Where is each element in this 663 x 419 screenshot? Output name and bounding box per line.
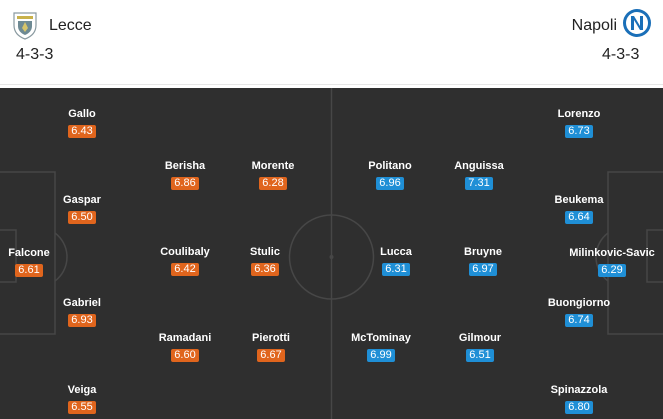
- player-rating-badge: 6.28: [259, 177, 287, 190]
- player-card[interactable]: Falcone 6.61: [0, 247, 74, 278]
- player-name: Pierotti: [252, 332, 290, 344]
- player-card[interactable]: Lucca 6.31: [351, 246, 441, 277]
- player-card[interactable]: Milinkovic-Savic 6.29: [567, 247, 657, 278]
- player-card[interactable]: Morente 6.28: [228, 160, 318, 191]
- player-card[interactable]: Gallo 6.43: [37, 108, 127, 139]
- home-team-name[interactable]: Lecce: [49, 17, 92, 34]
- player-card[interactable]: Coulibaly 6.42: [140, 246, 230, 277]
- player-name: Lorenzo: [557, 108, 601, 120]
- player-name: Ramadani: [158, 332, 212, 344]
- player-name: Gilmour: [458, 332, 502, 344]
- player-rating-badge: 6.73: [565, 125, 593, 138]
- player-name: Lucca: [380, 246, 412, 258]
- player-rating-badge: 6.93: [68, 314, 96, 327]
- player-name: Gabriel: [63, 297, 101, 309]
- napoli-crest-icon[interactable]: [622, 8, 652, 38]
- player-name: Milinkovic-Savic: [569, 247, 655, 259]
- player-card[interactable]: Ramadani 6.60: [140, 332, 230, 363]
- player-name: Veiga: [67, 384, 97, 396]
- player-rating-badge: 6.50: [68, 211, 96, 224]
- player-rating-badge: 6.97: [469, 263, 497, 276]
- player-card[interactable]: Gilmour 6.51: [435, 332, 525, 363]
- away-formation: 4-3-3: [602, 46, 640, 63]
- player-card[interactable]: Anguissa 7.31: [434, 160, 524, 191]
- player-card[interactable]: Beukema 6.64: [534, 194, 624, 225]
- player-rating-badge: 6.96: [376, 177, 404, 190]
- player-name: Berisha: [164, 160, 206, 172]
- player-card[interactable]: Gaspar 6.50: [37, 194, 127, 225]
- player-rating-badge: 6.36: [251, 263, 279, 276]
- player-rating-badge: 6.61: [15, 264, 43, 277]
- player-name: Spinazzola: [550, 384, 608, 396]
- player-name: Anguissa: [454, 160, 504, 172]
- player-rating-badge: 6.42: [171, 263, 199, 276]
- player-card[interactable]: McTominay 6.99: [336, 332, 426, 363]
- player-rating-badge: 6.51: [466, 349, 494, 362]
- header-divider: [0, 84, 663, 85]
- player-name: Gallo: [68, 108, 96, 120]
- player-name: Stulic: [250, 246, 280, 258]
- player-rating-badge: 6.60: [171, 349, 199, 362]
- player-rating-badge: 6.86: [171, 177, 199, 190]
- player-name: Beukema: [554, 194, 604, 206]
- player-name: Buongiorno: [547, 297, 611, 309]
- match-header: Lecce 4-3-3 Napoli 4-3-3: [0, 0, 663, 85]
- player-rating-badge: 6.74: [565, 314, 593, 327]
- player-rating-badge: 6.31: [382, 263, 410, 276]
- player-name: Gaspar: [63, 194, 101, 206]
- player-card[interactable]: Veiga 6.55: [37, 384, 127, 415]
- player-card[interactable]: Berisha 6.86: [140, 160, 230, 191]
- player-card[interactable]: Buongiorno 6.74: [534, 297, 624, 328]
- player-rating-badge: 6.55: [68, 401, 96, 414]
- player-name: Falcone: [8, 247, 50, 259]
- player-name: Coulibaly: [160, 246, 210, 258]
- player-card[interactable]: Bruyne 6.97: [438, 246, 528, 277]
- player-card[interactable]: Spinazzola 6.80: [534, 384, 624, 415]
- home-formation: 4-3-3: [16, 46, 54, 63]
- player-name: Morente: [251, 160, 295, 172]
- away-team-name[interactable]: Napoli: [571, 17, 617, 34]
- player-card[interactable]: Lorenzo 6.73: [534, 108, 624, 139]
- player-card[interactable]: Pierotti 6.67: [226, 332, 316, 363]
- pitch: Falcone 6.61 Gallo 6.43 Gaspar 6.50 Gabr…: [0, 88, 663, 419]
- player-rating-badge: 7.31: [465, 177, 493, 190]
- lecce-crest-icon[interactable]: [12, 10, 38, 40]
- player-rating-badge: 6.99: [367, 349, 395, 362]
- player-rating-badge: 6.80: [565, 401, 593, 414]
- player-name: McTominay: [351, 332, 411, 344]
- player-card[interactable]: Politano 6.96: [345, 160, 435, 191]
- player-card[interactable]: Gabriel 6.93: [37, 297, 127, 328]
- player-rating-badge: 6.43: [68, 125, 96, 138]
- player-name: Bruyne: [464, 246, 502, 258]
- player-rating-badge: 6.67: [257, 349, 285, 362]
- player-card[interactable]: Stulic 6.36: [220, 246, 310, 277]
- pitch-markings: [0, 88, 663, 419]
- player-rating-badge: 6.64: [565, 211, 593, 224]
- player-name: Politano: [368, 160, 412, 172]
- player-rating-badge: 6.29: [598, 264, 626, 277]
